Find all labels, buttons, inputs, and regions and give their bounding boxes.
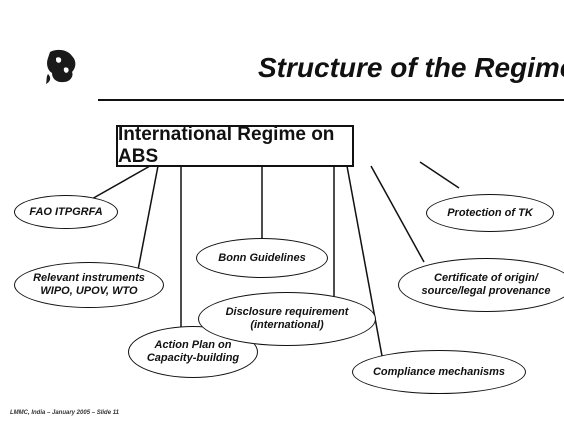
node-disclosure-requirement: Disclosure requirement (international) (198, 292, 376, 346)
slide-footer: LMMC, India – January 2005 – Slide 11 (10, 410, 119, 416)
central-box-international-regime: International Regime on ABS (116, 124, 354, 167)
node-certificate-line1: Certificate of origin/ (434, 272, 538, 285)
node-disclosure-line2: (international) (250, 319, 324, 331)
node-protection-of-tk: Protection of TK (426, 194, 554, 232)
node-relevant-instruments: Relevant instruments WIPO, UPOV, WTO (14, 262, 164, 308)
node-relevant-line1: Relevant instruments (33, 272, 145, 285)
node-action-line2: Capacity-building (146, 352, 240, 364)
slide-title: Structure of the Regime (258, 52, 564, 83)
node-fao-itpgrfa: FAO ITPGRFA (14, 195, 118, 229)
node-fao-label: FAO ITPGRFA (29, 205, 103, 218)
node-bonn-guidelines: Bonn Guidelines (196, 238, 328, 278)
logo-icon (46, 49, 76, 84)
node-compliance-mechanisms: Compliance mechanisms (352, 350, 526, 394)
node-relevant-line2: WIPO, UPOV, WTO (40, 285, 138, 297)
node-tk-label: Protection of TK (447, 206, 533, 219)
connector-relevant (137, 165, 159, 271)
node-certificate-line2: source/legal provenance (421, 285, 551, 297)
connector-certificate (370, 165, 425, 263)
connector-tk (419, 161, 460, 189)
node-action-plan: Action Plan on Capacity-building (128, 326, 258, 378)
connector-fao (89, 165, 151, 201)
node-compliance-label: Compliance mechanisms (372, 365, 506, 378)
node-action-line1: Action Plan on (154, 339, 232, 352)
connector-compliance (346, 165, 383, 357)
node-certificate-of-origin: Certificate of origin/ source/legal prov… (398, 258, 564, 312)
title-divider (98, 99, 564, 101)
node-bonn-label: Bonn Guidelines (218, 251, 306, 264)
node-disclosure-line1: Disclosure requirement (225, 306, 349, 319)
